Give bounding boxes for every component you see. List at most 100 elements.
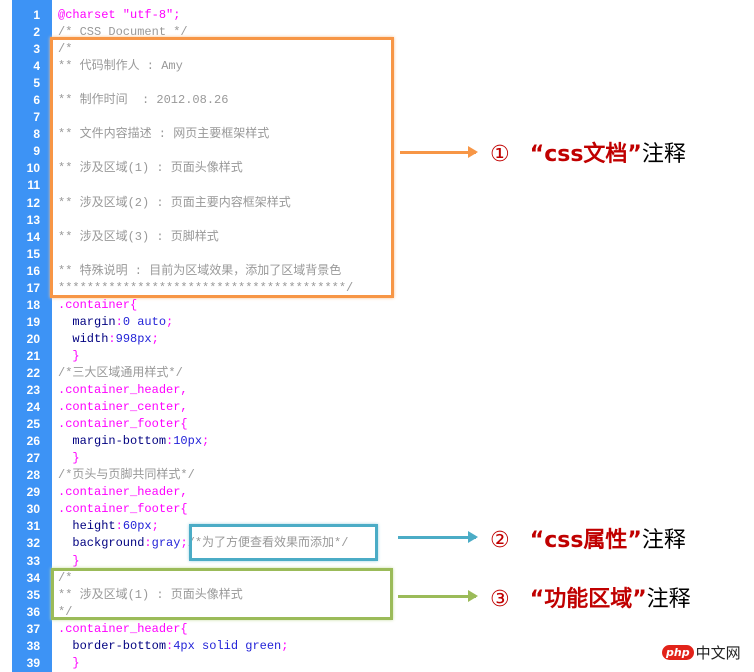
code-text: /* (58, 41, 72, 58)
line-number: 15 (26, 246, 40, 261)
token-val: gray (151, 536, 181, 551)
line-number: 20 (26, 331, 40, 346)
token-sel: : (115, 519, 123, 534)
code-line: 22/*三大区域通用样式*/ (0, 365, 754, 382)
token-val: 998px (115, 331, 152, 346)
code-text: ** 涉及区域(1) : 页面头像样式 (58, 587, 243, 604)
line-number: 18 (26, 297, 40, 312)
line-number: 17 (26, 280, 40, 295)
annotation-css-document: ①“css文档”注释 (490, 142, 686, 167)
token-cmt: ****************************************… (58, 280, 354, 295)
token-cmt: ** 代码制作人 : Amy (58, 59, 183, 74)
code-line: 13 (0, 212, 754, 229)
token-cmt: ** 涉及区域(2) : 页面主要内容框架样式 (58, 195, 291, 210)
token-sel: ; (151, 519, 159, 534)
token-cmt: /* (58, 42, 73, 57)
code-text: .container_header, (58, 382, 188, 399)
code-line: 8** 文件内容描述 : 网页主要框架样式 (0, 126, 754, 143)
code-text: /* CSS Document */ (58, 24, 188, 41)
token-sel: : (166, 434, 174, 449)
code-line: 21 } (0, 348, 754, 365)
token-sel: ; (281, 638, 289, 653)
line-number: 19 (26, 314, 40, 329)
code-line: 20 width:998px; (0, 331, 754, 348)
line-number: 33 (26, 553, 40, 568)
line-number: 4 (33, 59, 40, 74)
token-sel: } (58, 655, 80, 670)
line-number: 10 (26, 161, 40, 176)
code-text: width:998px; (58, 331, 159, 348)
code-text: ** 文件内容描述 : 网页主要框架样式 (58, 126, 269, 143)
code-text: .container_header{ (58, 621, 188, 638)
annotation-css-property: ②“css属性”注释 (490, 528, 686, 553)
line-number: 26 (26, 434, 40, 449)
code-text: @charset "utf-8"; (58, 7, 180, 24)
token-cmt: ** 特殊说明 : 目前为区域效果，添加了区域背景色 (58, 263, 342, 278)
line-number: 29 (26, 485, 40, 500)
token-val: 10px (173, 434, 203, 449)
code-line: 16** 特殊说明 : 目前为区域效果，添加了区域背景色 (0, 263, 754, 280)
code-line: 5 (0, 75, 754, 92)
function-area-comment-highlight (51, 568, 393, 620)
token-sel: ; (166, 314, 174, 329)
code-line: 3/* (0, 41, 754, 58)
token-sel: .container_header{ (58, 621, 188, 636)
arrow-icon (398, 590, 478, 602)
line-number: 21 (26, 348, 40, 363)
code-line: 30.container_footer{ (0, 501, 754, 518)
token-prop: margin (58, 314, 116, 329)
code-line: 14** 涉及区域(3) : 页脚样式 (0, 229, 754, 246)
token-sel: ; (202, 434, 210, 449)
token-cmt: /*三大区域通用样式*/ (58, 365, 183, 380)
line-number: 32 (26, 536, 40, 551)
token-sel: : (166, 638, 174, 653)
code-editor[interactable]: 1@charset "utf-8";2/* CSS Document */3/*… (0, 7, 754, 672)
watermark-text: 中文网 (695, 644, 741, 662)
code-line: 29 .container_header, (0, 484, 754, 501)
line-number: 24 (26, 400, 40, 415)
code-line: 11 (0, 177, 754, 194)
code-text: ****************************************… (58, 280, 353, 297)
token-cmt: ** 文件内容描述 : 网页主要框架样式 (58, 127, 270, 142)
code-line: 36*/ (0, 604, 754, 621)
code-text: } (58, 450, 79, 467)
token-cmt: /* CSS Document */ (58, 25, 188, 40)
code-line: 1 @charset "utf-8"; (0, 7, 754, 24)
token-sel: ; (151, 331, 159, 346)
code-line: 33 } (0, 553, 754, 570)
token-sel: } (58, 553, 80, 568)
token-sel: .container_header, (58, 383, 188, 398)
token-sel: .container_footer{ (58, 502, 188, 517)
token-prop: margin-bottom (58, 434, 167, 449)
code-text: ** 制作时间 : 2012.08.26 (58, 92, 228, 109)
token-prop: border-bottom (58, 638, 167, 653)
line-number: 13 (26, 212, 40, 227)
arrow-icon (398, 531, 478, 543)
code-text: ** 涉及区域(1) : 页面头像样式 (58, 160, 243, 177)
line-number: 7 (33, 110, 40, 125)
code-text: /* (58, 570, 72, 587)
token-sel: : (115, 314, 123, 329)
line-number: 28 (26, 468, 40, 483)
code-text: background:gray;/*为了方便查看效果而添加*/ (58, 535, 348, 552)
code-text: margin-bottom:10px; (58, 433, 209, 450)
code-text: ** 代码制作人 : Amy (58, 58, 183, 75)
token-prop: height (58, 519, 116, 534)
code-text: .container_header, (58, 484, 188, 501)
css-property-comment-highlight (189, 524, 378, 561)
token-val: 60px (122, 519, 152, 534)
token-sel: @charset "utf-8"; (58, 8, 181, 22)
code-line: 26 margin-bottom:10px; (0, 433, 754, 450)
line-number: 11 (27, 178, 40, 193)
css-document-comment-highlight (50, 37, 394, 298)
code-line: 25.container_footer{ (0, 416, 754, 433)
line-number: 6 (33, 93, 40, 108)
line-number: 37 (26, 621, 40, 636)
code-line: 17 **************************************… (0, 280, 754, 297)
line-number: 1 (33, 8, 40, 22)
code-line: 34/* (0, 570, 754, 587)
token-cmt: /*页头与页脚共同样式*/ (58, 468, 195, 483)
token-prop: width (58, 331, 109, 346)
token-cmt: */ (58, 604, 73, 619)
